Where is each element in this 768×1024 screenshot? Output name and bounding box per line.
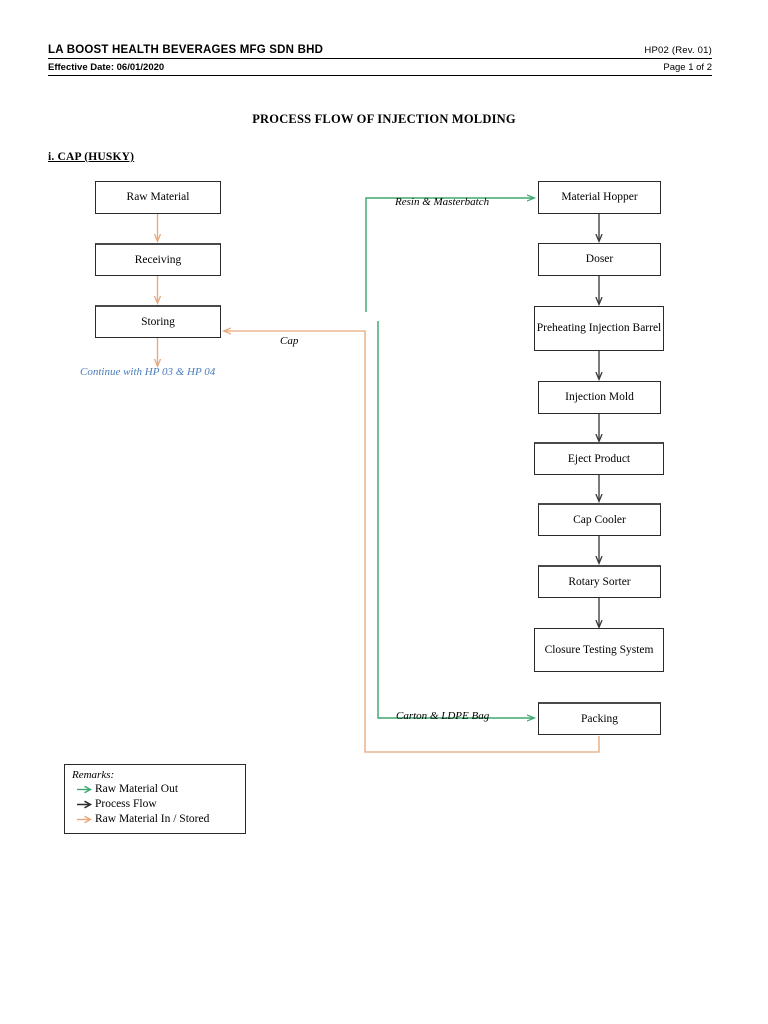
legend-remarks: Remarks: Raw Material Out Process Flow R… <box>64 764 246 834</box>
node-doser[interactable]: Doser <box>538 243 661 276</box>
node-label: Doser <box>585 253 614 266</box>
node-preheating-injection-barrel[interactable]: Preheating Injection Barrel <box>534 306 664 351</box>
label-continue-note: Continue with HP 03 & HP 04 <box>80 366 216 378</box>
connector-carton-ldpe-bag <box>377 321 534 718</box>
node-label: Raw Material <box>126 191 190 204</box>
page-title: PROCESS FLOW OF INJECTION MOLDING <box>252 112 516 126</box>
header-meta-row: Effective Date: 06/01/2020 Page 1 of 2 <box>48 59 712 76</box>
node-label: Eject Product <box>567 452 631 465</box>
node-raw-material[interactable]: Raw Material <box>95 181 221 214</box>
node-receiving[interactable]: Receiving <box>95 243 221 276</box>
legend-item-label: Raw Material Out <box>95 783 179 795</box>
node-label: Material Hopper <box>561 191 638 204</box>
node-injection-mold[interactable]: Injection Mold <box>538 381 661 414</box>
node-eject-product[interactable]: Eject Product <box>534 442 664 475</box>
legend-item-process-flow: Process Flow <box>72 797 239 812</box>
effective-date: Effective Date: 06/01/2020 <box>48 61 165 73</box>
header-title-row: LA BOOST HEALTH BEVERAGES MFG SDN BHD HP… <box>48 44 712 59</box>
section-heading: i. CAP (HUSKY) <box>48 151 135 163</box>
connector-resin-masterbatch <box>365 198 534 312</box>
node-material-hopper[interactable]: Material Hopper <box>538 181 661 214</box>
node-label: Injection Mold <box>565 391 634 404</box>
node-label: Cap Cooler <box>573 513 626 526</box>
node-label: Receiving <box>134 253 182 266</box>
node-label: Packing <box>580 712 619 725</box>
document-code: HP02 (Rev. 01) <box>644 45 712 56</box>
page-number: Page 1 of 2 <box>663 61 712 73</box>
legend-item-raw-material-out: Raw Material Out <box>72 782 239 797</box>
node-label: Storing <box>141 315 175 328</box>
orange-arrow-icon <box>75 815 95 824</box>
legend-title: Remarks: <box>72 769 115 781</box>
black-arrow-icon <box>75 800 95 809</box>
node-rotary-sorter[interactable]: Rotary Sorter <box>538 565 661 598</box>
node-cap-cooler[interactable]: Cap Cooler <box>538 503 661 536</box>
page-header: LA BOOST HEALTH BEVERAGES MFG SDN BHD HP… <box>48 44 712 76</box>
label-cap: Cap <box>280 335 299 347</box>
label-resin-masterbatch: Resin & Masterbatch <box>395 196 490 208</box>
legend-item-raw-material-in: Raw Material In / Stored <box>72 812 239 827</box>
node-packing[interactable]: Packing <box>538 702 661 735</box>
legend-item-label: Process Flow <box>95 798 157 811</box>
node-label: Rotary Sorter <box>568 575 631 588</box>
node-closure-testing-system[interactable]: Closure Testing System <box>534 628 664 672</box>
node-label: Preheating Injection Barrel <box>536 322 662 335</box>
company-name: LA BOOST HEALTH BEVERAGES MFG SDN BHD <box>48 44 324 56</box>
node-storing[interactable]: Storing <box>95 305 221 338</box>
legend-item-label: Raw Material In / Stored <box>95 813 210 826</box>
label-carton-ldpe-bag: Carton & LDPE Bag <box>396 710 490 722</box>
node-label: Closure Testing System <box>544 643 654 656</box>
green-arrow-icon <box>75 785 95 794</box>
